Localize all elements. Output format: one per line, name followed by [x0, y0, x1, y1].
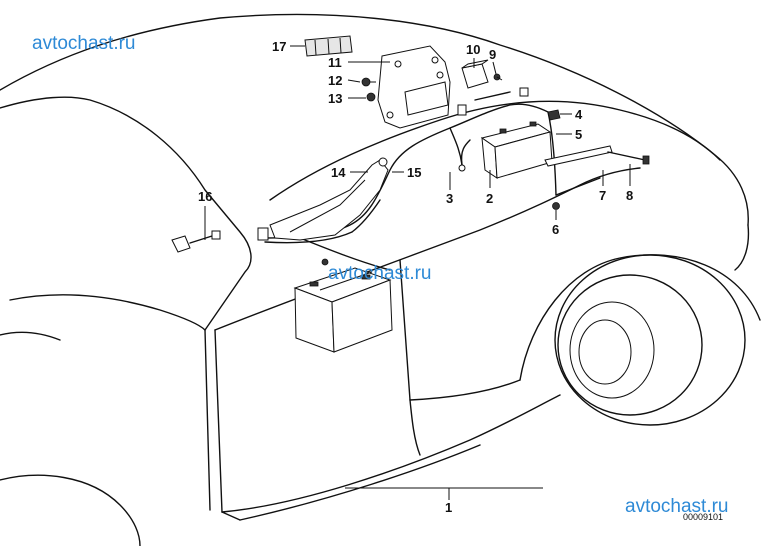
part-5-cable — [544, 145, 613, 196]
label-2: 2 — [486, 191, 493, 206]
part-13-nut — [366, 92, 376, 102]
label-17: 17 — [272, 39, 286, 54]
part-3-ground-cable — [458, 139, 471, 172]
label-10: 10 — [466, 42, 480, 57]
part-4-terminal — [547, 109, 561, 121]
label-7: 7 — [599, 188, 606, 203]
part-17-cover — [304, 35, 353, 57]
trunk-battery — [293, 267, 393, 353]
watermark-center: avtochast.ru — [328, 263, 432, 284]
part-8-bolt — [607, 151, 650, 165]
label-16: 16 — [198, 189, 212, 204]
label-8: 8 — [626, 188, 633, 203]
diagram-code: 00009101 — [683, 512, 723, 522]
label-4: 4 — [575, 107, 583, 122]
leader-lines — [204, 45, 631, 500]
label-5: 5 — [575, 127, 582, 142]
label-9: 9 — [489, 47, 496, 62]
label-11: 11 — [328, 55, 342, 70]
label-1: 1 — [445, 500, 452, 515]
label-3: 3 — [446, 191, 453, 206]
label-13: 13 — [328, 91, 342, 106]
part-10-relay — [461, 59, 489, 89]
part-14-15-cable-channel — [269, 157, 389, 241]
part-12-screw — [361, 77, 376, 87]
label-6: 6 — [552, 222, 559, 237]
part-2-battery — [480, 121, 553, 179]
watermark-top-left: avtochast.ru — [32, 33, 136, 54]
watermark-bottom-right: avtochast.ru — [625, 496, 729, 517]
label-12: 12 — [328, 73, 342, 88]
part-9-bolt — [493, 73, 503, 81]
part-16-connector — [171, 230, 221, 253]
harness-clips — [257, 87, 529, 266]
part-6-nut — [552, 202, 560, 210]
car-body — [0, 13, 750, 546]
label-15: 15 — [407, 165, 421, 180]
part-labels: 17 11 12 13 10 9 4 5 3 2 6 7 8 14 15 16 … — [198, 39, 633, 515]
rear-wheel — [519, 254, 761, 426]
watermarks: avtochast.ru avtochast.ru avtochast.ru — [32, 33, 729, 517]
part-11-bracket — [377, 45, 451, 129]
label-14: 14 — [331, 165, 346, 180]
